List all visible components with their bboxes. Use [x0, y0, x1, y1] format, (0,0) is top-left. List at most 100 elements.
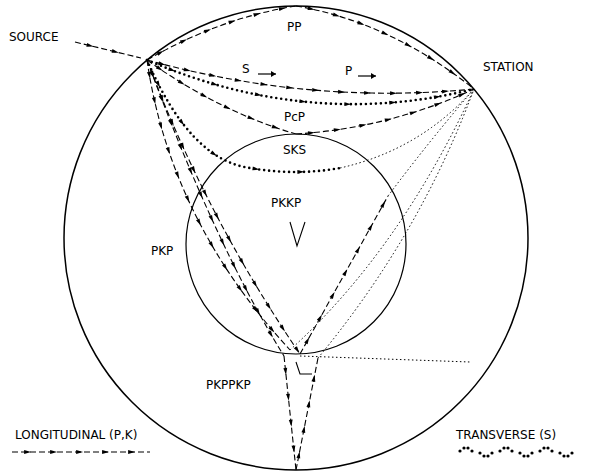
ray-continuation: [300, 356, 470, 362]
ray-continuation: [290, 89, 474, 350]
ray-arrowhead: [301, 425, 306, 433]
ray-arrowhead: [253, 11, 261, 16]
ray-arrowhead: [50, 450, 57, 454]
ray-arrowhead: [149, 71, 155, 79]
ray-arrowhead: [235, 78, 243, 83]
ray-arrowhead: [243, 285, 250, 293]
ray-label: PKP: [150, 244, 174, 258]
ray-arrowhead: [209, 215, 215, 223]
ray-arrowhead: [334, 127, 341, 132]
ray-arrowhead: [296, 451, 301, 459]
transverse-dot: [502, 446, 505, 449]
ray-arrowhead: [228, 19, 236, 25]
ray-arrowhead: [204, 27, 212, 33]
reflection-mark: [290, 222, 305, 246]
ray-arrowhead: [180, 38, 188, 44]
ray-arrowhead: [390, 91, 397, 95]
legend-text: LONGITUDINAL (P,K): [14, 428, 138, 442]
transverse-dot: [522, 454, 525, 457]
longitudinal-ray: [300, 196, 388, 354]
ray-arrowhead: [128, 450, 135, 454]
ray-arrowhead: [384, 117, 392, 122]
ray-arrowhead: [442, 89, 449, 93]
reflection-mark: [296, 362, 312, 374]
ray-arrowhead: [168, 67, 176, 73]
ray-arrowhead: [223, 104, 231, 110]
ray-arrowhead: [156, 65, 164, 72]
longitudinal-ray: [284, 356, 296, 470]
ray-arrowhead: [404, 42, 412, 49]
ray-arrowhead: [292, 445, 297, 452]
ray-arrowhead: [226, 235, 233, 243]
longitudinal-ray: [296, 6, 474, 89]
ray-arrowhead: [434, 101, 442, 107]
ray-arrowhead: [211, 81, 219, 87]
ray-arrowhead: [265, 303, 272, 311]
ray-arrowhead: [149, 71, 155, 79]
ray-arrowhead: [231, 262, 238, 270]
ray-arrowhead: [178, 143, 184, 151]
ray-arrowhead: [208, 241, 215, 249]
ray-arrowhead: [268, 331, 275, 339]
ray-arrowhead: [219, 238, 225, 246]
transverse-dot: [498, 449, 501, 452]
ray-arrowhead: [283, 368, 288, 375]
ray-arrowhead: [458, 91, 466, 97]
ray-arrowhead: [307, 6, 315, 11]
ray-arrowhead: [342, 268, 349, 276]
ray-label: PcP: [283, 110, 306, 124]
ray-arrowhead: [185, 195, 191, 203]
ray-arrowhead: [317, 314, 324, 322]
ray-arrowhead: [306, 400, 311, 408]
ray-arrowhead: [168, 119, 174, 127]
ray-label: SKS: [282, 143, 307, 157]
ray-arrowhead: [279, 325, 286, 333]
ray-arrowhead: [166, 147, 172, 155]
ray-arrowhead: [188, 167, 194, 175]
ray-arrowhead: [239, 258, 246, 266]
ray-arrowhead: [222, 263, 229, 271]
ray-label: SOURCE: [8, 30, 60, 44]
earth-core: [186, 134, 406, 354]
ray-arrowhead: [159, 95, 165, 103]
ray-label: PKPPKP: [205, 378, 252, 392]
ray-arrowhead: [355, 246, 362, 254]
ray-arrowhead: [24, 450, 31, 454]
longitudinal-ray: [147, 60, 474, 93]
longitudinal-ray: [296, 358, 318, 470]
ray-arrowhead: [196, 219, 203, 227]
direction-arrowhead: [371, 73, 376, 79]
ray-arrowhead: [364, 91, 371, 95]
ray-arrowhead: [237, 285, 244, 293]
ray-arrowhead: [112, 49, 120, 54]
ray-arrowhead: [198, 191, 204, 199]
longitudinal-ray: [75, 42, 141, 58]
transverse-dot: [558, 451, 561, 454]
ray-arrowhead: [86, 43, 94, 48]
longitudinal-ray: [147, 60, 284, 356]
transverse-dot: [510, 449, 513, 452]
ray-arrowhead: [252, 280, 259, 288]
transverse-dot: [518, 451, 521, 454]
ray-arrowhead: [214, 212, 221, 220]
ray-arrowhead: [279, 6, 287, 11]
ray-arrowhead: [157, 49, 165, 56]
ray-arrowhead: [247, 115, 255, 121]
direction-arrowhead: [271, 71, 276, 77]
ray-arrowhead: [304, 336, 311, 344]
ray-arrowhead: [152, 97, 157, 105]
ray-label: PKKP: [270, 196, 302, 210]
ray-arrowhead: [260, 82, 267, 87]
ray-arrowhead: [427, 55, 435, 62]
longitudinal-ray: [147, 60, 296, 134]
longitudinal-ray: [147, 6, 296, 60]
ray-arrowhead: [210, 150, 218, 157]
ray-arrowhead: [289, 420, 294, 427]
ray-arrowhead: [183, 68, 191, 73]
transverse-dot: [542, 446, 545, 449]
ray-arrowhead: [381, 30, 389, 36]
ray-arrowhead: [308, 131, 315, 135]
ray-label: PP: [286, 20, 302, 34]
transverse-dot: [482, 454, 485, 457]
